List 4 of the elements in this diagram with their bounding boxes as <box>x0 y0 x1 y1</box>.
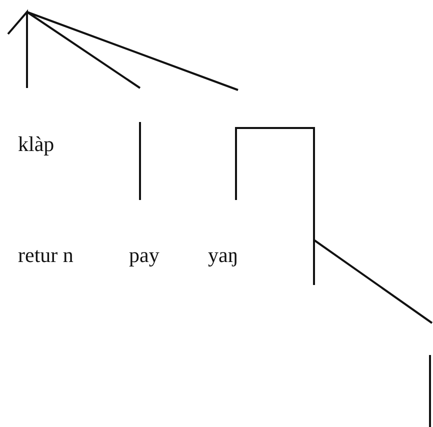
word-label: klàp <box>18 131 56 158</box>
word-label: pay <box>129 242 160 269</box>
word-label: yaŋ <box>208 242 240 269</box>
word-label: retur n <box>18 242 74 269</box>
